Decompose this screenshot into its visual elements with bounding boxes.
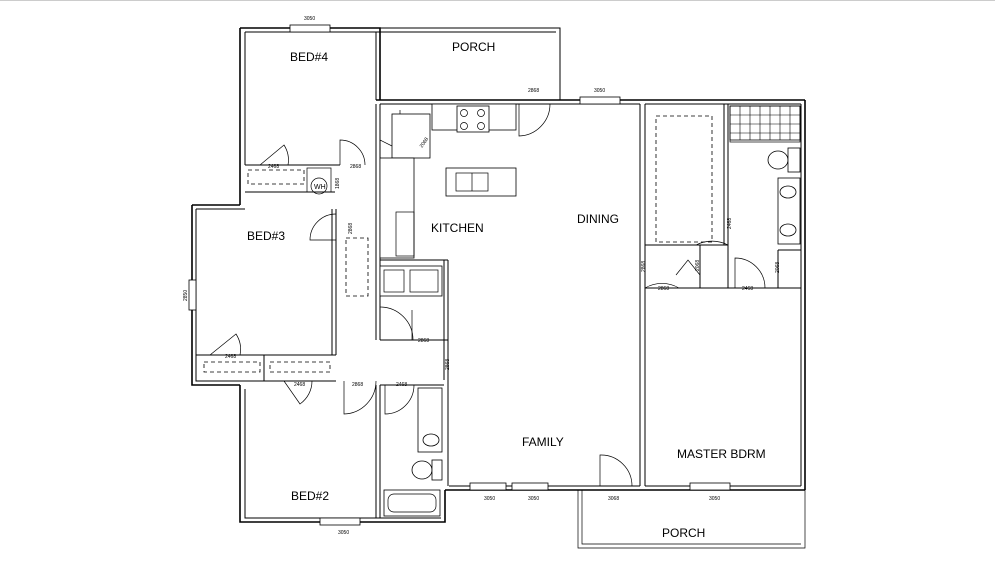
dim-label: 2068 [775,262,781,273]
dim-label: 3050 [528,496,539,502]
room-label-master: MASTER BDRM [677,447,766,461]
dim-label: 2868 [350,164,361,170]
dim-label: 2468 [268,164,279,170]
dim-label: 2868 [658,286,669,292]
kitchen-fixtures [379,103,517,297]
shower-tile [729,105,801,141]
dimension-labels: 3050 2468 2868 2868 3050 2468 2868 2868 … [183,16,781,536]
dim-label: 2868 [641,261,647,272]
dim-label: 3050 [484,496,495,502]
dim-label: 2468 [294,382,305,388]
dim-label: 2468 [727,218,733,229]
water-heater-label: WH [314,184,326,191]
dim-label: 2868 [528,88,539,94]
closet-shelving [203,115,713,373]
dim-label: 3050 [304,16,315,22]
dim-label: 2468 [225,354,236,360]
dim-label: 2868 [418,338,429,344]
dim-label: 2850 [183,290,189,301]
dim-label: 2468 [742,286,753,292]
room-labels: BED#4 PORCH BED#3 KITCHEN DINING FAMILY … [247,40,766,540]
room-label-kitchen: KITCHEN [431,221,484,235]
bath-fixtures [383,105,801,517]
dim-label: 1868 [335,178,341,189]
dim-label: 2868 [352,382,363,388]
dim-label: 2068 [695,260,701,271]
dim-label: 3050 [338,530,349,536]
room-label-dining: DINING [577,212,619,226]
dim-label: 3050 [594,88,605,94]
dim-label: 2868 [348,223,354,234]
dim-label: 3050 [709,496,720,502]
room-label-bed2: BED#2 [291,489,329,503]
dim-label: 2068 [419,136,430,149]
windows [188,24,731,526]
dim-label: 2868 [445,359,451,370]
room-label-bed3: BED#3 [247,229,285,243]
room-label-porch-top: PORCH [452,40,495,54]
dim-label: 3068 [608,496,619,502]
dim-label: 2468 [396,382,407,388]
room-label-family: FAMILY [522,435,564,449]
door-swings [209,103,766,487]
room-label-porch-bottom: PORCH [662,526,705,540]
room-label-bed4: BED#4 [290,50,328,64]
